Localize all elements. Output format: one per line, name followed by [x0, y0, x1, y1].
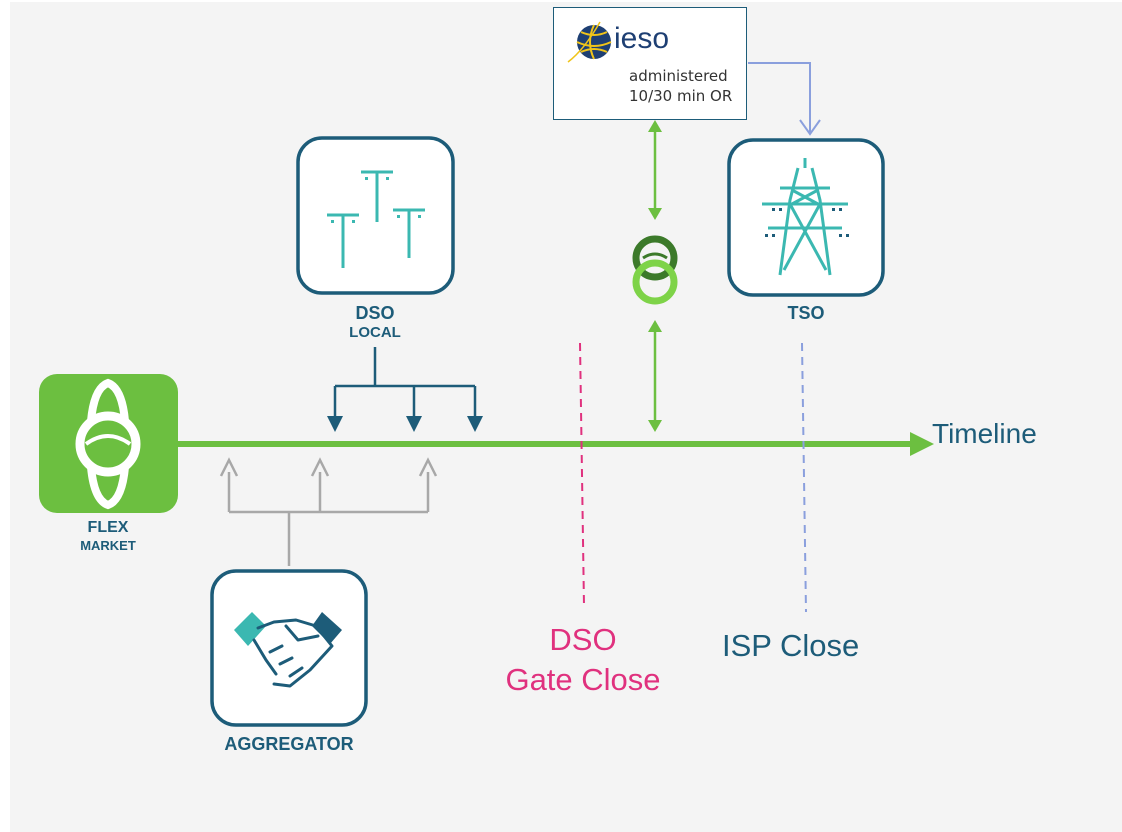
dso-label: DSO LOCAL — [336, 303, 414, 343]
timeline-label: Timeline — [932, 418, 1037, 449]
ieso-line-1: administered — [629, 67, 728, 85]
diagram-canvas — [10, 2, 1122, 832]
ieso-card: ieso administered 10/30 min OR — [553, 7, 747, 120]
ieso-link-arrow — [648, 120, 662, 220]
utility-poles-icon — [296, 136, 455, 295]
dso-gate-close-line-1: DSO — [549, 622, 617, 657]
ieso-line-2: 10/30 min OR — [629, 87, 733, 105]
ieso-tso-connector — [748, 62, 821, 136]
timeline-arrow — [178, 432, 934, 456]
dso-gate-close-line — [579, 342, 585, 607]
aggregator-label: AGGREGATOR — [224, 734, 354, 754]
isp-close-line — [801, 342, 807, 613]
flex-market-icon — [39, 374, 178, 513]
flex-market-label: FLEX MARKET — [72, 518, 144, 554]
dso-connector — [327, 347, 483, 432]
flex-market-line-1: FLEX — [87, 519, 129, 536]
transmission-tower-icon — [727, 138, 885, 297]
aggregator-connector — [219, 457, 438, 566]
ieso-globe-logo — [567, 21, 612, 63]
dso-line-2: LOCAL — [349, 324, 401, 341]
dso-line-1: DSO — [355, 303, 395, 323]
flex-market-line-2: MARKET — [80, 538, 136, 553]
ieso-brand-text: ieso — [614, 22, 670, 55]
transformer-icon — [632, 235, 678, 305]
tso-label: TSO — [787, 303, 825, 323]
dso-gate-close-line-2: Gate Close — [505, 662, 661, 697]
ieso-description: administered 10/30 min OR — [629, 66, 732, 106]
isp-close-label: ISP Close — [722, 628, 860, 663]
handshake-icon — [210, 569, 368, 727]
dso-gate-close-label: DSO Gate Close — [492, 620, 674, 700]
timeline-link-arrow — [648, 320, 662, 432]
